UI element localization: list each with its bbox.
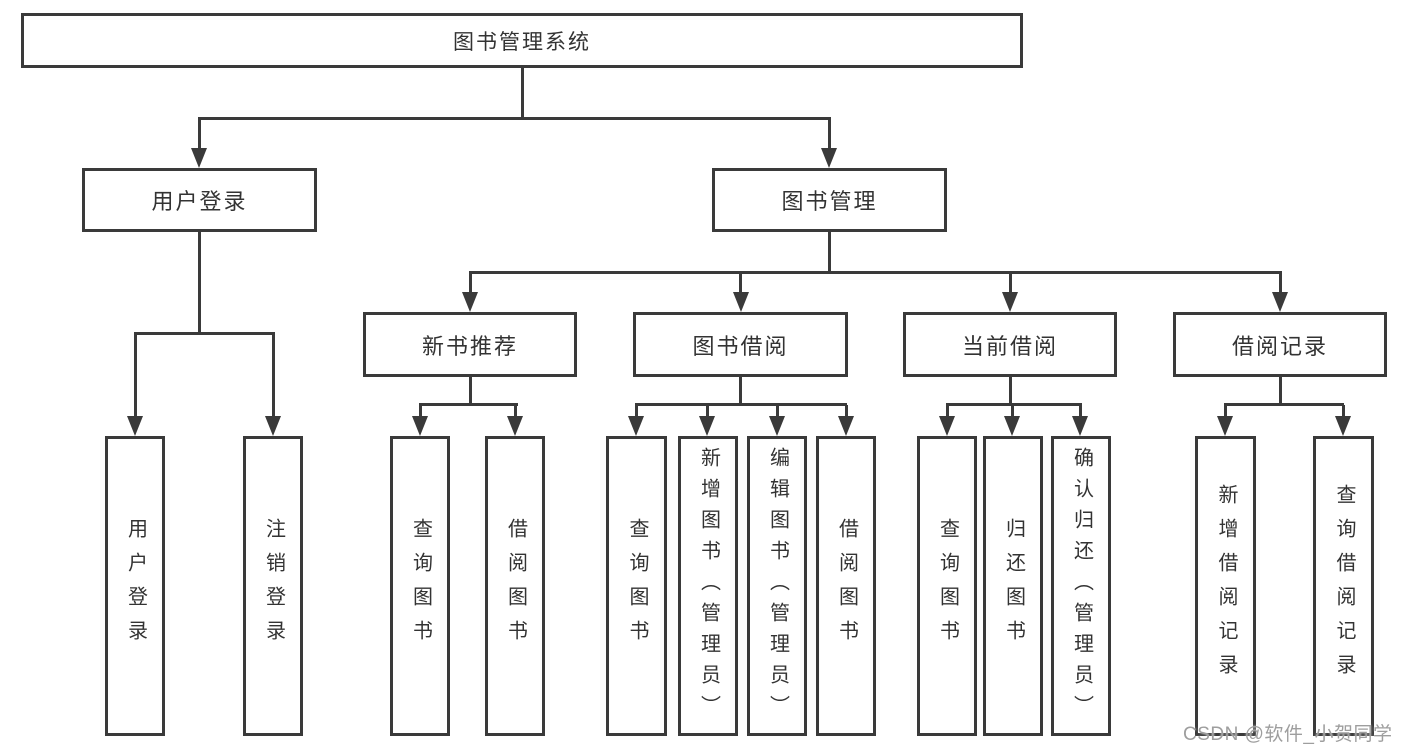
node-label: 查询图书	[409, 518, 432, 654]
connector-vline	[133, 334, 137, 416]
connector-vline	[739, 273, 742, 293]
node-user-login: 用户登录	[82, 168, 317, 232]
node-label: 确认归还（管理员）	[1070, 446, 1093, 726]
leaf-borrow-book: 借阅图书	[816, 436, 876, 736]
connector-vline	[1079, 405, 1082, 416]
arrow-down-icon	[1002, 292, 1018, 312]
leaf-logout: 注销登录	[243, 436, 303, 736]
node-label: 注销登录	[262, 518, 285, 654]
node-label: 借阅记录	[1231, 333, 1328, 359]
connector-vline	[706, 405, 709, 416]
node-book-borrowing: 图书借阅	[633, 312, 848, 377]
leaf-query-borrow-record: 查询借阅记录	[1313, 436, 1374, 736]
arrow-down-icon	[1335, 416, 1351, 436]
connector-vline	[1008, 273, 1012, 293]
node-label: 归还图书	[1002, 518, 1025, 654]
connector-hline	[945, 403, 1082, 406]
connector-hline	[468, 271, 1282, 274]
node-label: 编辑图书（管理员）	[766, 446, 789, 726]
node-label: 图书管理系统	[453, 30, 591, 54]
leaf-add-borrow-record: 新增借阅记录	[1195, 436, 1256, 736]
arrow-down-icon	[127, 416, 143, 436]
connector-vline	[827, 232, 831, 273]
connector-vline	[945, 405, 949, 416]
arrow-down-icon	[507, 416, 523, 436]
leaf-edit-book-admin: 编辑图书（管理员）	[747, 436, 807, 736]
arrow-down-icon	[699, 416, 715, 436]
node-current-borrowing: 当前借阅	[903, 312, 1117, 377]
connector-vline	[827, 118, 831, 150]
connector-vline	[844, 405, 848, 416]
csdn-watermark: CSDN @软件_小贺同学	[1183, 724, 1393, 745]
arrow-down-icon	[191, 148, 207, 168]
connector-hline	[197, 117, 831, 120]
leaf-confirm-return-admin: 确认归还（管理员）	[1051, 436, 1111, 736]
arrow-down-icon	[462, 292, 478, 312]
node-label: 查询借阅记录	[1333, 484, 1355, 688]
node-label: 查询图书	[936, 518, 959, 654]
connector-vline	[271, 334, 275, 416]
arrow-down-icon	[1217, 416, 1233, 436]
leaf-return-book: 归还图书	[983, 436, 1043, 736]
arrow-down-icon	[821, 148, 837, 168]
connector-vline	[1008, 377, 1012, 405]
connector-hline	[1224, 403, 1344, 406]
leaf-query-books-borrowing: 查询图书	[606, 436, 667, 736]
arrow-down-icon	[1072, 416, 1088, 436]
arrow-down-icon	[733, 292, 749, 312]
node-new-book-recommendation: 新书推荐	[363, 312, 577, 377]
arrow-down-icon	[939, 416, 955, 436]
connector-vline	[197, 232, 201, 334]
arrow-down-icon	[838, 416, 854, 436]
arrow-down-icon	[628, 416, 644, 436]
connector-hline	[133, 332, 275, 335]
leaf-query-books-recommend: 查询图书	[390, 436, 450, 736]
node-library-management-system: 图书管理系统	[21, 13, 1023, 68]
arrow-down-icon	[769, 416, 785, 436]
connector-vline	[1278, 273, 1282, 293]
arrow-down-icon	[412, 416, 428, 436]
leaf-query-books-current: 查询图书	[917, 436, 977, 736]
leaf-borrow-books-recommend: 借阅图书	[485, 436, 545, 736]
leaf-user-login: 用户登录	[105, 436, 165, 736]
connector-vline	[1224, 405, 1227, 416]
connector-hline	[635, 403, 847, 406]
connector-hline	[418, 403, 518, 406]
leaf-add-book-admin: 新增图书（管理员）	[678, 436, 738, 736]
connector-vline	[468, 273, 472, 293]
arrow-down-icon	[1004, 416, 1020, 436]
connector-vline	[1011, 405, 1014, 416]
node-label: 新增借阅记录	[1215, 484, 1237, 688]
node-label: 用户登录	[124, 518, 147, 654]
connector-vline	[197, 118, 201, 150]
connector-vline	[468, 377, 472, 405]
node-borrowing-records: 借阅记录	[1173, 312, 1387, 377]
node-label: 新书推荐	[421, 333, 518, 359]
node-label: 查询图书	[626, 518, 648, 654]
node-label: 图书借阅	[692, 333, 789, 359]
node-label: 当前借阅	[961, 333, 1058, 359]
connector-vline	[1342, 405, 1345, 416]
arrow-down-icon	[265, 416, 281, 436]
arrow-down-icon	[1272, 292, 1288, 312]
connector-vline	[739, 377, 742, 405]
node-label: 借阅图书	[504, 518, 527, 654]
node-label: 图书管理	[781, 189, 878, 214]
connector-vline	[635, 405, 638, 416]
connector-vline	[775, 405, 779, 416]
node-label: 借阅图书	[835, 518, 858, 654]
connector-vline	[520, 68, 524, 118]
node-book-management: 图书管理	[712, 168, 947, 232]
connector-vline	[418, 405, 422, 416]
node-label: 用户登录	[151, 189, 248, 214]
connector-vline	[1278, 377, 1282, 405]
node-label: 新增图书（管理员）	[697, 446, 720, 726]
connector-vline	[513, 405, 517, 416]
